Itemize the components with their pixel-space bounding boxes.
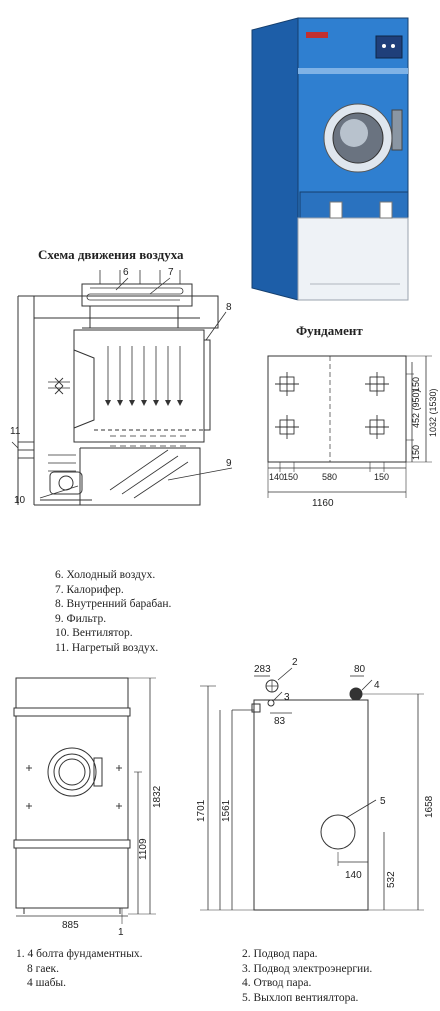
foundation-plan: 150 452 (950) 150 1032 (1530) 140 150 58… — [267, 355, 438, 509]
callout-4: 4 — [374, 680, 380, 691]
air-flow-scheme: 6 7 8 9 10 11 — [10, 267, 233, 506]
legend-item: 3. Подвод электроэнергии. — [242, 962, 373, 975]
dim-140-side: 140 — [345, 870, 362, 881]
dim-150-bottom: 150 — [411, 445, 421, 460]
legend-item: 4 шабы. — [27, 977, 67, 989]
legend-item: 6. Холодный воздух. — [55, 569, 156, 581]
legend-item: 8 гаек. — [27, 962, 60, 975]
dim-1561: 1561 — [221, 799, 232, 822]
legend-item: 4. Отвод пара. — [242, 977, 312, 989]
dim-150-right: 150 — [374, 472, 389, 482]
dim-1160: 1160 — [312, 498, 334, 509]
air-scheme-title: Схема движения воздуха — [38, 247, 184, 262]
callout-2: 2 — [292, 657, 298, 668]
dim-150-left: 150 — [283, 472, 298, 482]
callout-5: 5 — [380, 796, 386, 807]
dim-83: 83 — [274, 716, 286, 727]
bottom-right-legend: 2. Подвод пара. 3. Подвод электроэнергии… — [242, 947, 372, 1005]
callout-9: 9 — [226, 458, 232, 469]
callout-8: 8 — [226, 302, 232, 313]
dim-150-top: 150 — [411, 377, 421, 392]
dim-1658: 1658 — [424, 795, 435, 818]
dim-140: 140 — [269, 472, 284, 482]
callout-3: 3 — [284, 692, 290, 703]
dim-885: 885 — [62, 920, 79, 931]
foundation-title: Фундамент — [296, 323, 363, 338]
legend-item: 10. Вентилятор. — [55, 627, 133, 639]
side-view: 283 2 3 80 4 83 5 1701 1561 1658 140 532 — [196, 657, 435, 911]
legend-item: 1. 4 болта фундаментных. — [16, 948, 143, 960]
dim-580: 580 — [322, 472, 337, 482]
dim-80: 80 — [354, 664, 366, 675]
callout-1: 1 — [118, 927, 124, 938]
dim-1032: 1032 (1530) — [428, 388, 438, 437]
dim-1832: 1832 — [152, 785, 163, 808]
dim-532: 532 — [386, 871, 397, 888]
callout-6: 6 — [123, 267, 129, 278]
dim-452: 452 (950) — [411, 389, 421, 428]
front-view: 1832 1109 885 1 — [13, 677, 163, 938]
legend-item: 8. Внутренний барабан. — [55, 598, 172, 610]
dim-1701: 1701 — [196, 799, 207, 822]
legend-item: 7. Калорифер. — [55, 583, 124, 596]
legend-item: 11. Нагретый воздух. — [55, 641, 159, 654]
legend-item: 9. Фильтр. — [55, 612, 107, 625]
callout-11: 11 — [10, 426, 21, 437]
legend-item: 2. Подвод пара. — [242, 948, 318, 960]
dim-1109: 1109 — [138, 838, 149, 860]
bottom-left-legend: 1. 4 болта фундаментных. 8 гаек. 4 шабы. — [16, 947, 143, 991]
callout-7: 7 — [168, 267, 174, 278]
air-legend: 6. Холодный воздух. 7. Калорифер. 8. Вну… — [55, 568, 171, 655]
legend-item: 5. Выхлоп вентиялтора. — [242, 991, 359, 1004]
dryer-photo — [251, 17, 409, 301]
callout-10: 10 — [14, 495, 26, 506]
dim-283: 283 — [254, 664, 271, 675]
